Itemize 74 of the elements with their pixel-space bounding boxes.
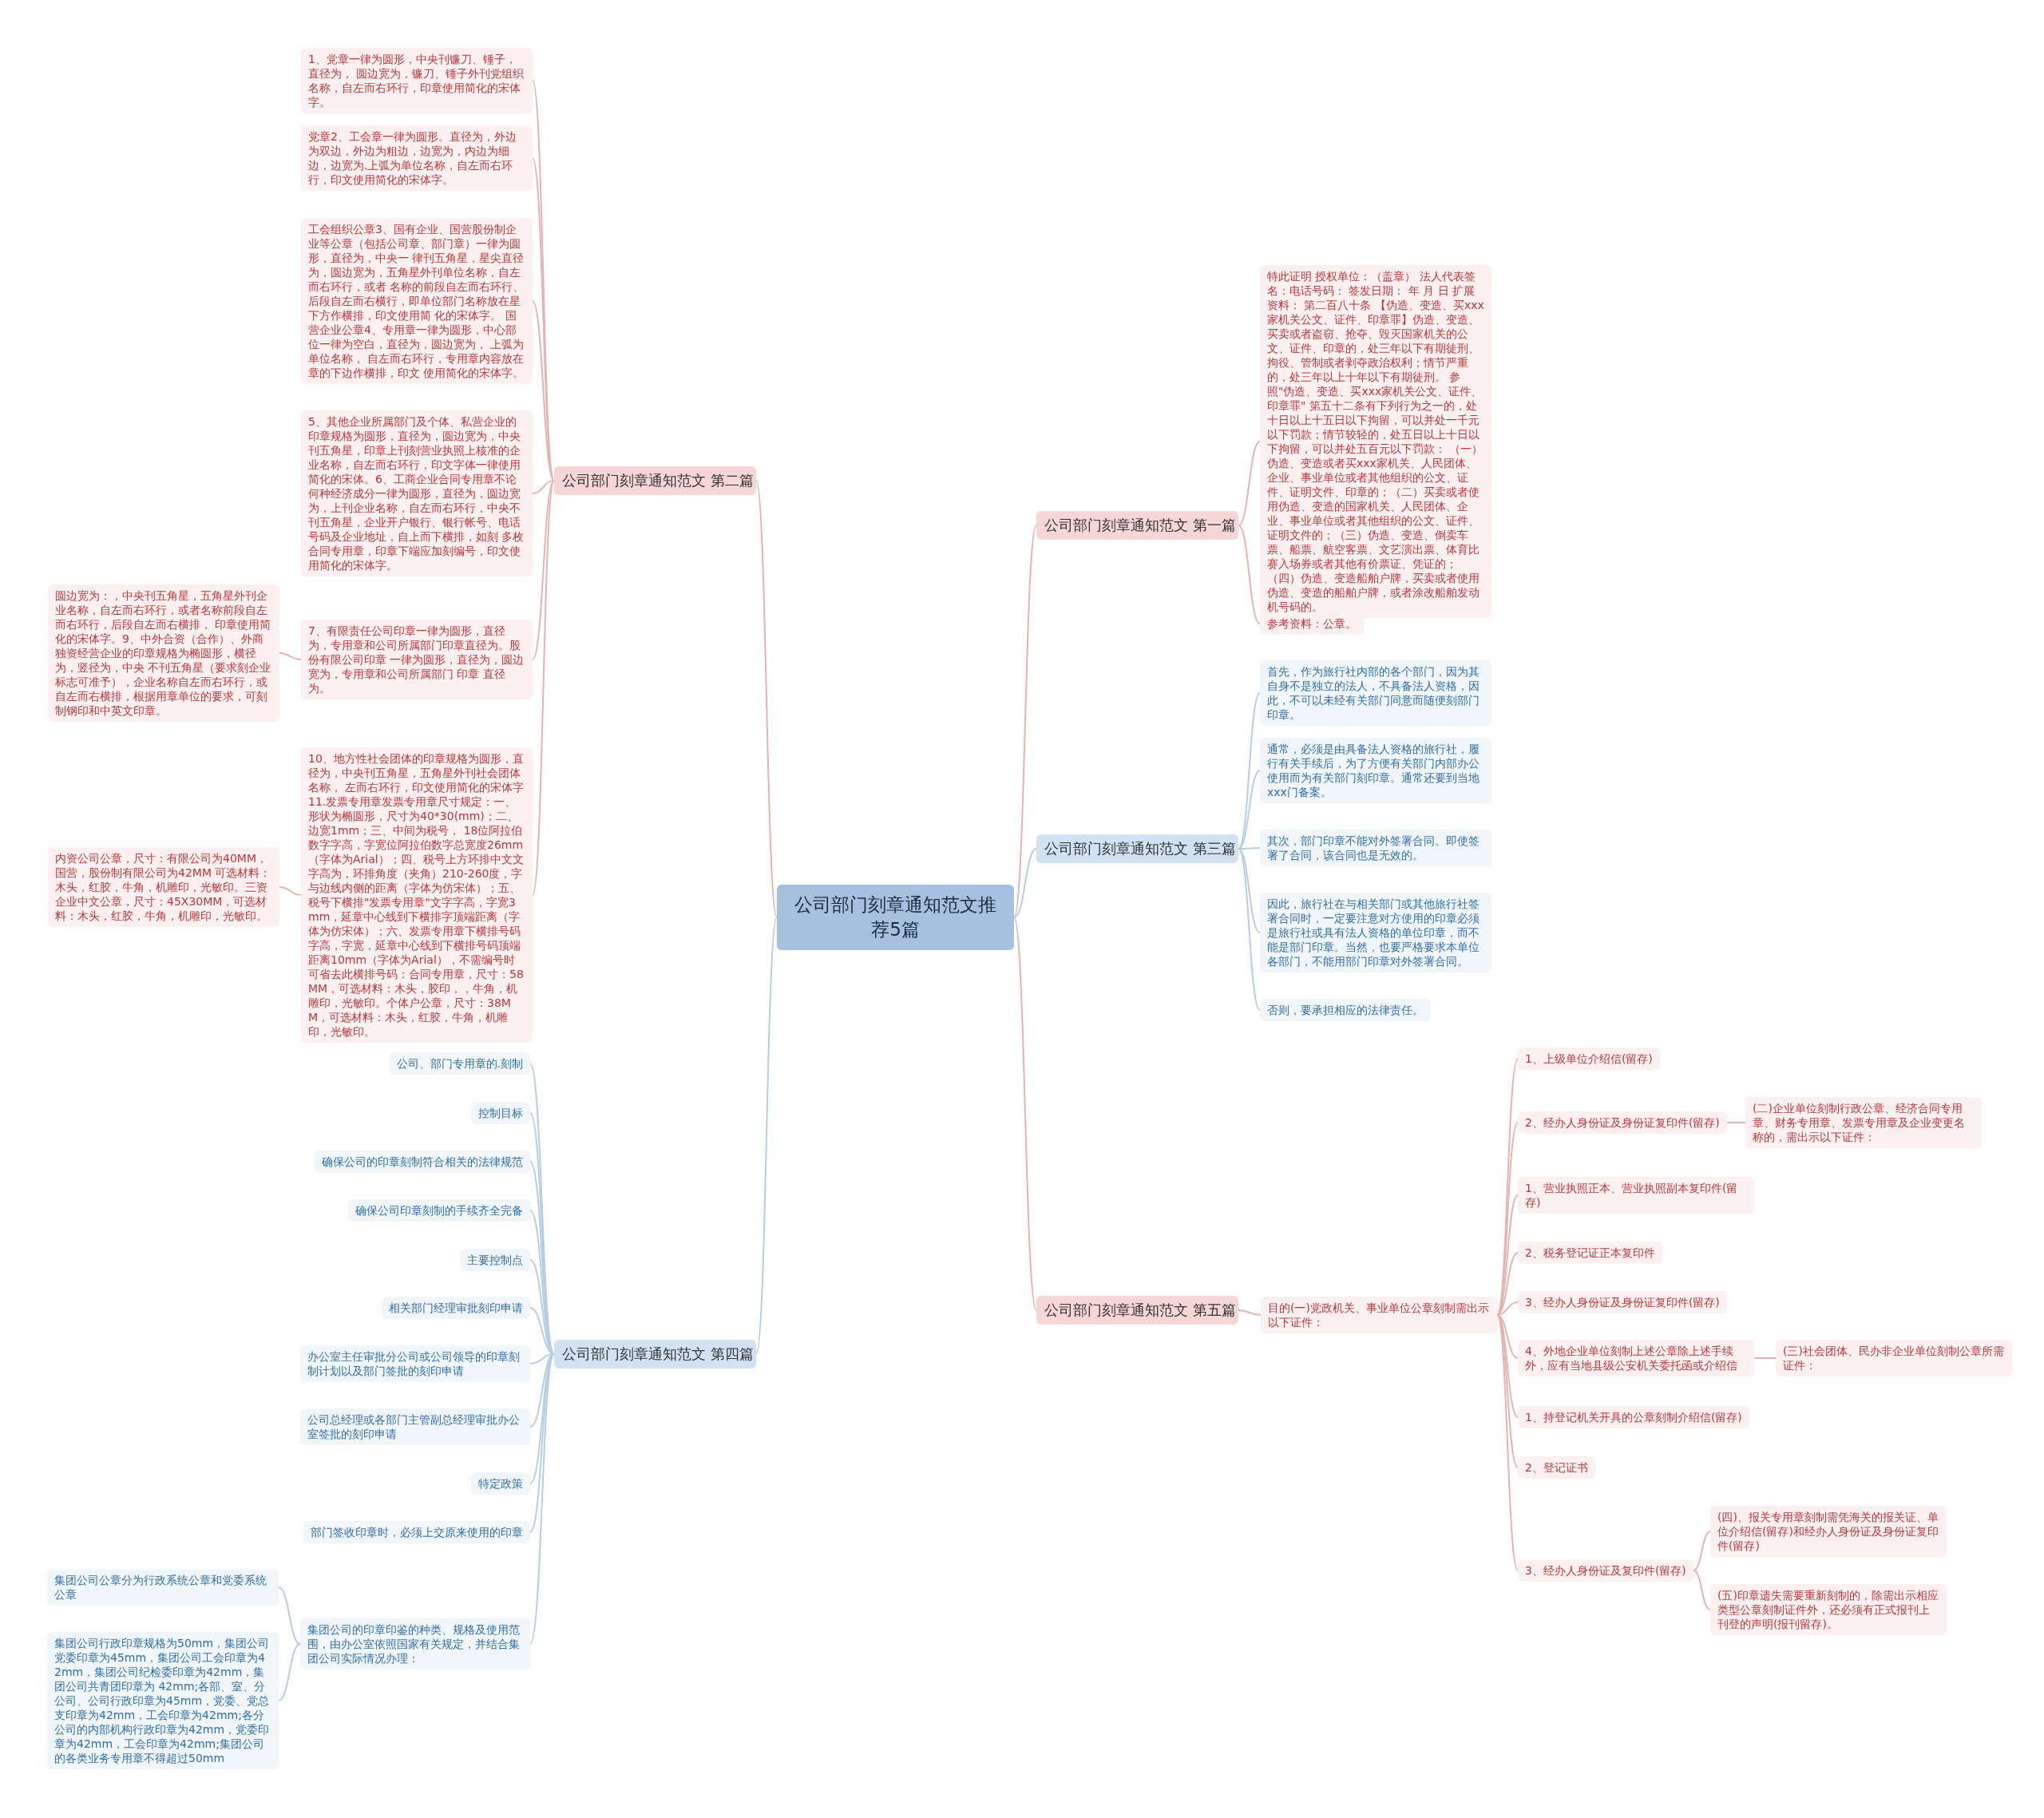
connector-line bbox=[1238, 441, 1261, 526]
note-box: 3、经办人身份证及身份证复印件(留存) bbox=[1518, 1291, 1727, 1313]
note-box: 通常，必须是由具备法人资格的旅行社，履行有关手续后，为了方便有关部门内部办公使用而为有关部门刻印章。通常还要到当地xxx门备案。 bbox=[1260, 738, 1491, 803]
note-box: 1、持登记机关开具的公章刻制介绍信(留存) bbox=[1518, 1406, 1749, 1428]
connector-line bbox=[279, 652, 302, 660]
note-box: 公司总经理或各部门主管副总经理审批办公室签批的刻印申请 bbox=[300, 1408, 530, 1445]
note-box: 确保公司的印章刻制符合相关的法律规范 bbox=[315, 1151, 530, 1173]
note-box: 部门签收印章时，必须上交原来使用的印章 bbox=[303, 1521, 530, 1543]
connector-line bbox=[529, 1353, 555, 1645]
connector-line bbox=[1238, 770, 1261, 850]
note-box: (四)、报关专用章刻制需凭海关的报关证、单位介绍信(留存)和经办人身份证及身份证复印件(留存) bbox=[1710, 1506, 1947, 1557]
note-box: 特定政策 bbox=[471, 1472, 530, 1495]
note-box: 工会组织公章3、国有企业、国营股份制企业等公章（包括公司章、部门章）一律为圆形，直径为，中央一 律刊五角星，星尖直径为，圆边宽为，五角星外刊单位名称，自左而右环行，或者 名称的前段自左而右环行、后段自左而右横行，即单位部门名称放在星下方作横排，印文使用简 化的宋体字。 国营企业公章4、专用章一律为圆形，中心部位一律为空白，直径为，圆边宽为， 上弧为单位名称， 自左而右环行，专用章内容放在章的下边作横排，印文 使用简化的宋体字。 bbox=[301, 218, 533, 384]
note-box: 其次，部门印章不能对外签署合同。即使签署了合同，该合同也是无效的。 bbox=[1260, 830, 1491, 866]
connector-line bbox=[1753, 1357, 1777, 1359]
connector-line bbox=[755, 480, 778, 918]
note-box: 圆边宽为：，中央刊五角星，五角星外刊企业名称，自左而右环行，或者名称前段自左而右环行，后段自左而右横排， 印章使用简化的宋体字。9、中外合资（合作）、外商独资经营企业的印章规格为椭圆形，横径为，竖径为，中央 不刊五角星（要求刻企业标志可准予），企业名称自左而右环行，或自左而右横排，根据用章单位的要求，可刻制钢印和中英文印章。 bbox=[48, 584, 279, 722]
note-box: 7、有限责任公司印章一律为圆形，直径为，专用章和公司所属部门印章直径为。股份有限公司印章 一律为圆形，直径为，圆边宽为，专用章和公司所属部门 印章 直径为。 bbox=[301, 620, 533, 699]
note-box: 内资公司公章，尺寸：有限公司为40MM，国营，股份制有限公司为42MM 可选材料：木头，红胶，牛角，机雕印，光敏印。三资企业中文公章，尺寸：45X30MM，可选材料：木头，红胶，牛角，机雕印，光敏印。 bbox=[48, 847, 279, 927]
branch-topic-box: 公司部门刻章通知范文 第四篇 bbox=[554, 1340, 756, 1368]
note-box: 5、其他企业所属部门及个体、私营企业的印章规格为圆形，直径为，圆边宽为，中央刊五角星，印章上刊刻营业执照上核准的企业名称，自左而右环行，印文字体一律使用简化的宋体。6、工商企业合同专用章不论何种经济成分一律为圆形，直径为，圆边宽为，上刊企业名称，自左而右环行，中央不刊五角星，企业开户银行、银行帐号、电话号码及企业地址，自上而下横排，如刻 多枚合同专用章，印章下端应加刻编号，印文使用简化的宋体字。 bbox=[301, 410, 533, 576]
branch-topic-box: 公司部门刻章通知范文 第三篇 bbox=[1036, 834, 1238, 863]
note-box: 控制目标 bbox=[471, 1102, 530, 1124]
connector-line bbox=[1693, 1570, 1711, 1610]
note-box: 1、上级单位介绍信(留存) bbox=[1518, 1048, 1660, 1070]
connector-line bbox=[532, 300, 555, 481]
note-box: 1、党章一律为圆形，中央刊镰刀、锤子，直径为， 圆边宽为，镰刀、锤子外刊党组织名称，自左而右环行，印章使用简化的宋体字。 bbox=[301, 48, 533, 113]
connector-line bbox=[1013, 525, 1037, 918]
note-box: 党章2、工会章一律为圆形。直径为，外边为双边，外边为粗边，边宽为，内边为细边，边宽为.上弧为单位名称，自左而右环行，印文使用简化的宋体字。 bbox=[301, 125, 533, 191]
note-box: 2、税务登记证正本复印件 bbox=[1518, 1242, 1662, 1264]
note-box: 10、地方性社会团体的印章规格为圆形，直径为，中央刊五角星，五角星外刊社会团体名称， 左而右环行，印文使用简化的宋体字11.发票专用章发票专用章尺寸规定：一、形状为椭圆形，尺寸为40*30(mm)；二、边宽1mm；三、中间为税号， 18位阿拉伯数字字高，字宽位阿拉伯数字总宽度26mm（字体为Arial）；四、税号上方环排中文文字高为，环排角度（夹角）210-260度，字与边线内侧的距离（字体为仿宋体）；五、税号下横排"发票专用章"文字字高，字宽3mm，延章中心线到下横排字顶端距离（字体为仿宋体）；六、发票专用章下横排号码字高，字宽，延章中心线到下横排号码顶端距离10mm（字体为Arial），不需编号时可省去此横排号码：合同专用章，尺寸：58MM，可选材料：木头，胶印，，牛角，机雕印，光敏印。个体户公章，尺寸：38MM，可选材料：木头，红胶，牛角，机雕印，光敏印。 bbox=[301, 747, 533, 1043]
note-box: 集团公司的印章印鉴的种类、规格及使用范围，由办公室依照国家有关规定，并结合集团公司实际情况办理： bbox=[300, 1618, 530, 1669]
note-box: 公司、部门专用章的.刻制 bbox=[389, 1052, 530, 1075]
connector-line bbox=[1238, 848, 1261, 933]
note-box: 特此证明 授权单位：（盖章） 法人代表签名：电话号码： 签发日期： 年 月 日 扩展资料： 第二百八十条 【伪造、变造、买xxx家机关公文、证件、印章罪】伪造、变造、买卖或者盗窃、抢夺、毁灭国家机关的公文、证件、印章的，处三年以下有期徒刑、拘役、管制或者剥夺政治权利；情节严重的，处三年以上十年以下有期徒刑。 参照"伪造、变造、买xxx家机关公文、证件、印章罪" 第五十二条有下列行为之一的，处十日以上十五日以下拘留，可以并处一千元以下罚款；情节较轻的，处五日以上十日以下拘留，可以并处五百元以下罚款： （一）伪造、变造或者买xxx家机关、人民团体、企业、事业单位或者其他组织的公文、证件、证明文件、印章的；（二）买卖或者使用伪造、变造的国家机关、人民团体、企业、事业单位或者其他组织的公文、证件、证明文件的；（三）伪造、变造、倒卖车票、船票、航空客票、文艺演出票、体育比赛入场券或者其他有价票证、凭证的；（四）伪造、变造船舶户牌，买卖或者使用伪造、变造的船舶户牌，或者涂改船舶发动机号码的。 bbox=[1260, 265, 1491, 618]
note-box: 3、经办人身份证及复印件(留存) bbox=[1518, 1559, 1693, 1582]
note-box: 确保公司印章刻制的手续齐全完备 bbox=[348, 1199, 530, 1222]
note-box: 相关部门经理审批刻印申请 bbox=[382, 1297, 530, 1319]
connector-line bbox=[1693, 1531, 1711, 1571]
note-box: 1、营业执照正本、营业执照副本复印件(留存) bbox=[1518, 1177, 1754, 1214]
branch-topic-box: 公司部门刻章通知范文 第一篇 bbox=[1036, 511, 1238, 540]
note-box: 否则，要承担相应的法律责任。 bbox=[1260, 999, 1431, 1021]
note-box: (三)社会团体、民办非企业单位刻制公章所需证件： bbox=[1776, 1340, 2012, 1376]
connector-line bbox=[1013, 848, 1037, 918]
note-box: 办公室主任审批分公司或公司领导的印章刻制计划以及部门签批的刻印申请 bbox=[300, 1345, 530, 1382]
note-box: 2、经办人身份证及身份证复印件(留存) bbox=[1518, 1111, 1727, 1134]
note-box: 目的(一)党政机关、事业单位公章刻制需出示以下证件： bbox=[1261, 1297, 1497, 1333]
connector-line bbox=[1238, 1309, 1262, 1316]
connector-line bbox=[278, 1643, 301, 1701]
note-box: 参考资料：公章。 bbox=[1260, 612, 1364, 635]
note-box: 因此，旅行社在与相关部门或其他旅行社签署合同时，一定要注意对方使用的印章必须是旅行社或具有法人资格的单位印章，而不能是部门印章。当然，也要严格要求本单位各部门，不能用部门印章对外签署合同。 bbox=[1260, 893, 1491, 972]
note-box: 首先，作为旅行社内部的各个部门，因为其自身不是独立的法人，不具备法人资格，因此，不可以未经有关部门同意而随便刻部门印章。 bbox=[1260, 660, 1491, 726]
note-box: 4、外地企业单位刻制上述公章除上述手续外，应有当地县级公安机关委托函或介绍信 bbox=[1518, 1340, 1754, 1376]
connector-line bbox=[1238, 848, 1261, 1011]
connector-line bbox=[532, 480, 555, 660]
note-box: 主要控制点 bbox=[460, 1249, 530, 1271]
connector-line bbox=[1496, 1314, 1519, 1571]
note-box: (二)企业单位刻制行政公章、经济合同专用章、财务专用章、发票专用章及企业变更名称的，需出示以下证件： bbox=[1745, 1097, 1982, 1148]
connector-line bbox=[279, 886, 302, 896]
connector-line bbox=[278, 1586, 301, 1645]
note-box: 2、登记证书 bbox=[1518, 1456, 1595, 1479]
note-box: (五)印章遗失需要重新刻制的，除需出示相应类型公章刻制证件外，还必须有正式报刊上刊登的声明(报刊留存)。 bbox=[1710, 1584, 1947, 1635]
connector-line bbox=[755, 917, 778, 1355]
connector-line bbox=[1496, 1314, 1519, 1359]
branch-topic-box: 公司部门刻章通知范文 第五篇 bbox=[1036, 1296, 1238, 1325]
connector-line bbox=[532, 480, 555, 896]
note-box: 集团公司行政印章规格为50mm，集团公司党委印章为45mm，集团公司工会印章为42mm，集团公司纪检委印章为42mm，集团公司共青团印章为 42mm;各部、室、分公司、公司行政印章为45mm，党委、党总支印章为42mm，工会印章为42mm;各分公司的内部机构行政印章为42mm，党委印章为42mm，工会印章为42mm;集团公司的各类业务专用章不得超过50mm bbox=[47, 1632, 279, 1769]
branch-topic-box: 公司部门刻章通知范文 第二篇 bbox=[554, 466, 756, 495]
note-box: 集团公司公章分为行政系统公章和党委系统公章 bbox=[47, 1569, 279, 1606]
connector-line bbox=[1726, 1122, 1746, 1123]
connector-line bbox=[1238, 525, 1261, 624]
central-topic-box: 公司部门刻章通知范文推荐5篇 bbox=[777, 885, 1014, 950]
connector-line bbox=[1013, 917, 1037, 1311]
connector-line bbox=[532, 480, 555, 494]
